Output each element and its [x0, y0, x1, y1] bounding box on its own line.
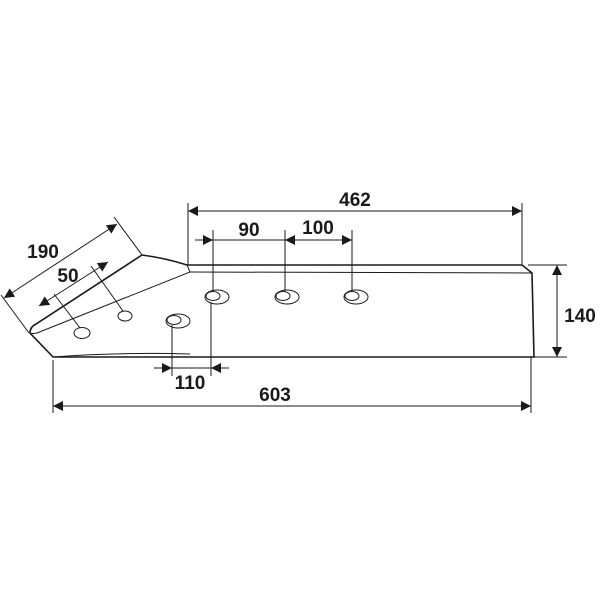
- countersunk-hole: [274, 289, 300, 305]
- hole: [73, 327, 91, 339]
- dimension-140: 140: [528, 264, 596, 358]
- dimension-462: 462: [187, 190, 523, 265]
- dimension-label-190: 190: [27, 242, 59, 263]
- dimension-label-100: 100: [302, 218, 334, 239]
- hole: [117, 310, 133, 322]
- dimension-190: 190: [0, 216, 143, 334]
- dimension-603: 603: [52, 357, 532, 413]
- dimension-110: 110: [154, 302, 229, 394]
- dimension-label-462: 462: [339, 190, 371, 211]
- holes: [73, 289, 369, 339]
- dimension-label-110: 110: [175, 373, 206, 394]
- countersunk-hole: [343, 289, 369, 305]
- countersunk-hole: [204, 289, 230, 305]
- dimension-label-50: 50: [57, 266, 78, 287]
- dimension-label-603: 603: [259, 385, 291, 406]
- dimension-90-100: 90 100: [195, 218, 353, 292]
- dimension-50: 50: [38, 261, 124, 329]
- dimension-label-140: 140: [564, 306, 596, 327]
- countersunk-hole: [165, 313, 191, 329]
- dimension-label-90: 90: [238, 220, 259, 241]
- blade-outline: [29, 254, 535, 358]
